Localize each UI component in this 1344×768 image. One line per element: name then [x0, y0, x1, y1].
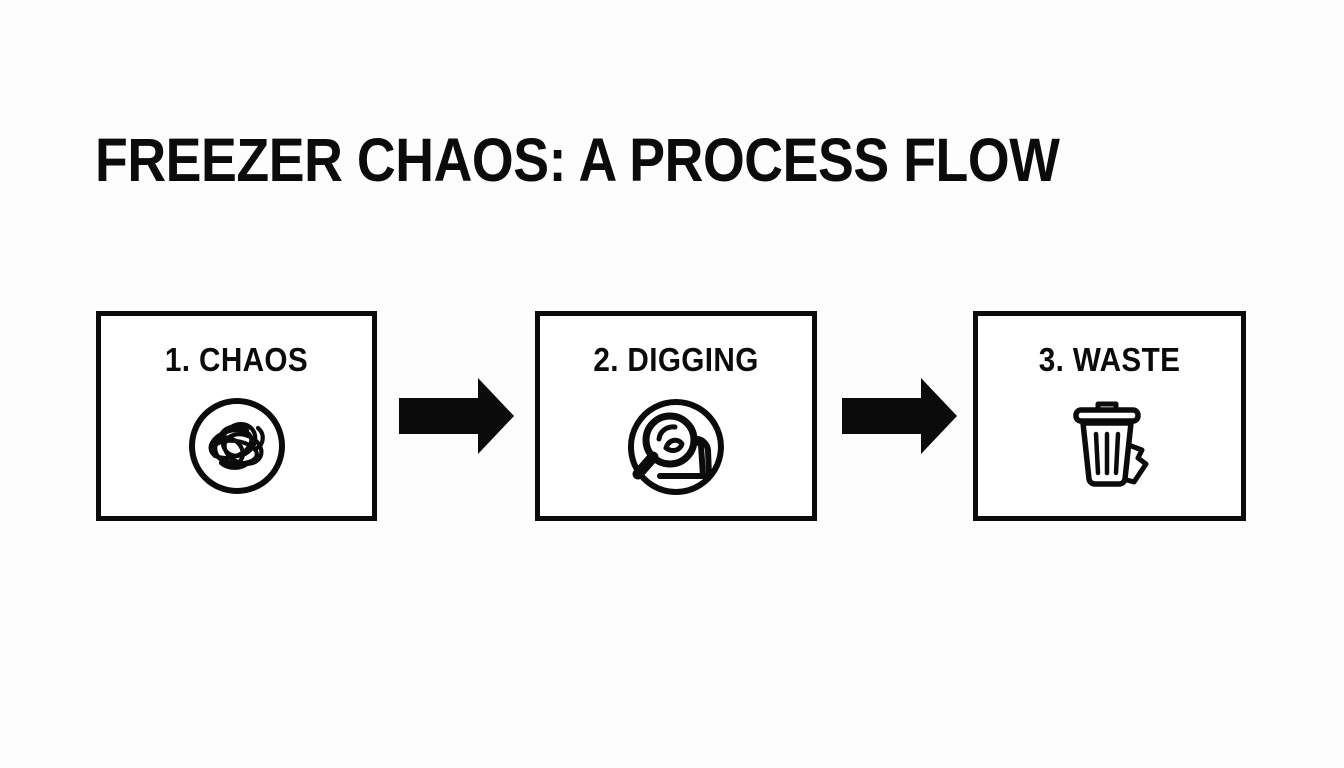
flow-step-digging[interactable]: 2. DIGGING: [535, 311, 817, 521]
process-flow-row: 1. CHAOS: [0, 311, 1344, 523]
magnifying-glass-search-in-circle-icon: [540, 394, 812, 500]
flow-step-chaos-label: 1. CHAOS: [164, 341, 309, 378]
right-arrow-icon-1: [399, 378, 514, 454]
flow-step-waste[interactable]: 3. WASTE: [973, 311, 1246, 521]
flow-step-waste-label: 3. WASTE: [1038, 341, 1181, 378]
flow-step-chaos[interactable]: 1. CHAOS: [96, 311, 377, 521]
flow-step-digging-label: 2. DIGGING: [593, 341, 759, 378]
tangled-scribble-in-circle-icon: [101, 394, 372, 498]
page-title: FREEZER CHAOS: A PROCESS FLOW: [95, 126, 1060, 194]
right-arrow-icon-2: [842, 378, 957, 454]
trash-can-icon: [978, 394, 1241, 494]
